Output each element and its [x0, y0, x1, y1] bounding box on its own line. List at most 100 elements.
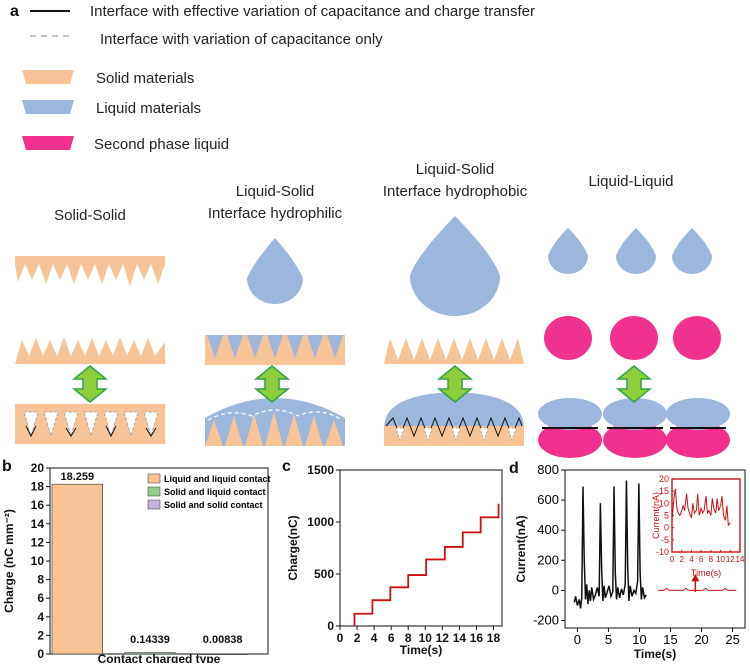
bar: [197, 653, 249, 656]
column-title-ls-hydrophilic-line1: Liquid-Solid: [236, 183, 314, 200]
panel-label-d: d: [509, 460, 519, 477]
legend-solid-materials-label: Solid materials: [96, 70, 194, 87]
second-phase-swatch: [22, 136, 74, 150]
x-tick-label: 0: [574, 632, 581, 647]
y-tick-label: 10: [31, 554, 45, 568]
y-axis-label: Current(nA): [514, 515, 528, 582]
legend-second-phase-label: Second phase liquid: [94, 136, 229, 153]
y-tick-label: 500: [314, 567, 334, 581]
y-tick-label: 18: [31, 480, 45, 494]
x-tick-label: 10: [632, 632, 646, 647]
x-axis-label: Contact charged type: [98, 652, 221, 663]
y-tick-label: 1500: [307, 463, 334, 477]
y-tick-label: 2: [37, 628, 44, 642]
y-tick-label: 200: [537, 552, 559, 567]
solid-solid-top-block: [15, 256, 165, 286]
y-axis-label: Charge (nC mm⁻²): [2, 509, 16, 613]
bar-value-label: 0.14339: [130, 634, 170, 646]
hydrophilic-solid-block: [205, 335, 345, 365]
inset-y-axis-label: Current(nA): [651, 492, 661, 539]
column-title-ls-hydrophobic-line2: Interface hydrophobic: [383, 183, 528, 200]
x-tick-label: 14: [453, 631, 467, 645]
liquid-liquid-contact-stack: [538, 398, 730, 458]
charge-staircase-line: [353, 503, 500, 626]
liquid-droplets-top: [548, 228, 712, 275]
inset-x-tick-label: 10: [716, 555, 725, 564]
y-tick-label: 0: [37, 647, 44, 661]
panel-label-b: b: [2, 458, 12, 475]
plot-frame: [564, 469, 746, 629]
inset-x-tick-label: 14: [736, 555, 745, 564]
x-axis-label: Time(s): [634, 647, 676, 661]
inset-x-tick-label: 8: [709, 555, 714, 564]
y-tick-label: 12: [31, 535, 45, 549]
legend-entry: Solid and liquid contact: [164, 487, 266, 497]
inset-frame: [671, 478, 741, 553]
y-tick-label: 8: [37, 573, 44, 587]
legend-entry: Liquid and liquid contact: [164, 474, 271, 484]
x-tick-label: 8: [405, 631, 412, 645]
y-tick-label: 4: [37, 610, 44, 624]
legend-liquid-materials-label: Liquid materials: [96, 100, 201, 117]
x-tick-label: 12: [436, 631, 450, 645]
bar: [51, 483, 103, 655]
y-tick-label: 0: [552, 582, 559, 597]
x-tick-label: 18: [487, 631, 501, 645]
y-tick-label: 14: [31, 517, 45, 531]
small-signal-trace: [658, 587, 737, 591]
panel-label-a: a: [10, 3, 19, 20]
liquid-materials-swatch: [22, 100, 74, 114]
x-tick-label: 25: [725, 632, 739, 647]
x-tick-label: 6: [388, 631, 395, 645]
inset-y-tick-label: -10: [656, 547, 669, 557]
x-tick-label: 20: [694, 632, 708, 647]
column-title-ls-hydrophobic-line1: Liquid-Solid: [416, 161, 494, 178]
column-title-liquid-liquid: Liquid-Liquid: [588, 173, 673, 190]
y-tick-label: -200: [533, 612, 559, 627]
bar-value-label: 0.00838: [203, 634, 243, 646]
x-tick-label: 16: [470, 631, 484, 645]
legend-swatch: [147, 473, 161, 484]
inset-current-trace: [671, 488, 731, 527]
contact-arrow-hydrophilic: [253, 365, 291, 403]
x-tick-label: 10: [419, 631, 433, 645]
inset-y-tick-label: 0: [664, 523, 669, 533]
current-trace-line: [573, 480, 647, 609]
legend-swatch: [147, 499, 161, 510]
y-tick-label: 400: [537, 522, 559, 537]
x-tick-label: 4: [371, 631, 378, 645]
inset-x-tick-label: 6: [699, 555, 704, 564]
y-tick-label: 20: [31, 461, 45, 475]
hydrophobic-contact-stack: [384, 392, 524, 446]
contact-arrow-solid-solid: [71, 365, 109, 403]
x-tick-label: 2: [354, 631, 361, 645]
inset-x-tick-label: 4: [689, 555, 694, 564]
second-phase-droplets: [544, 316, 721, 360]
y-tick-label: 0: [327, 619, 334, 633]
y-axis-label: Charge(nC): [286, 515, 300, 580]
column-title-solid-solid: Solid-Solid: [54, 207, 126, 224]
solid-solid-contact-stack: [15, 404, 165, 444]
y-tick-label: 1000: [307, 515, 334, 529]
legend-solid-line-label: Interface with effective variation of ca…: [90, 3, 535, 20]
contact-arrow-liquid-liquid: [615, 365, 653, 403]
y-tick-label: 800: [537, 462, 559, 477]
y-tick-label: 16: [31, 498, 45, 512]
droplet-hydrophilic: [247, 238, 303, 304]
inset-x-tick-label: 12: [726, 555, 735, 564]
x-tick-label: 15: [663, 632, 677, 647]
bar-value-label: 18.259: [61, 471, 95, 483]
droplet-hydrophobic: [410, 216, 500, 316]
inset-y-tick-label: 10: [659, 498, 669, 508]
inset-y-tick-label: 5: [664, 511, 669, 521]
inset-y-tick-label: 15: [659, 486, 669, 496]
inset-x-tick-label: 0: [670, 555, 675, 564]
panel-label-c: c: [282, 458, 291, 475]
legend-panel-a: Interface with effective variation of ca…: [22, 3, 535, 153]
legend-entry: Solid and solid contact: [164, 500, 263, 510]
